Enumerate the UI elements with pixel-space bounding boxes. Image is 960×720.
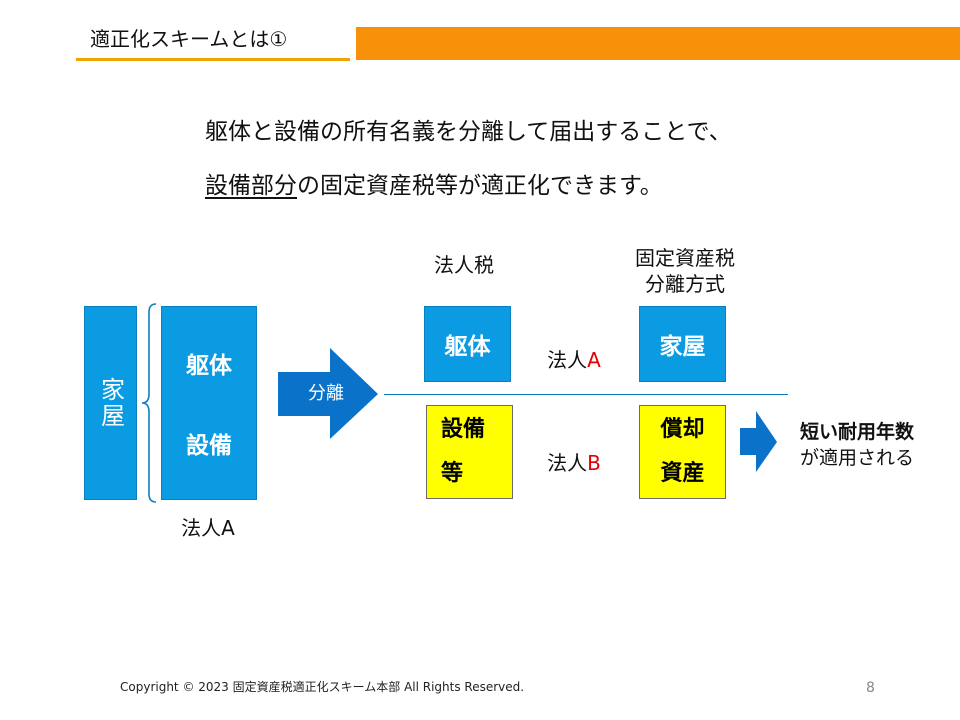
separation-arrow bbox=[278, 348, 378, 439]
separation-label: 分離 bbox=[308, 383, 344, 404]
fixed-asset-tax-line2: 分離方式 bbox=[645, 272, 725, 296]
body-label: 躯体 bbox=[186, 353, 232, 379]
fixed-asset-tax-line1: 固定資産税 bbox=[635, 246, 735, 270]
body-box-right: 躯体 bbox=[424, 306, 511, 382]
owner-a-letter: A bbox=[587, 348, 601, 372]
depreciable-asset-line2: 資産 bbox=[660, 461, 705, 486]
equipment-label: 設備 bbox=[186, 433, 232, 459]
fixed-asset-tax-label: 固定資産税 分離方式 bbox=[616, 245, 754, 297]
page-number: 8 bbox=[866, 680, 875, 696]
bracket bbox=[141, 303, 157, 503]
equipment-box-line1: 設備 bbox=[441, 417, 486, 442]
house-box-right: 家屋 bbox=[639, 306, 726, 382]
corp-tax-label: 法人税 bbox=[434, 253, 494, 277]
owner-b-prefix: 法人 bbox=[547, 451, 588, 475]
intro-line-2: 設備部分の固定資産税等が適正化できます。 bbox=[205, 170, 663, 202]
house-label: 家屋 bbox=[96, 377, 125, 429]
depreciable-asset-line1: 償却 bbox=[660, 417, 705, 442]
intro-line-1: 躯体と設備の所有名義を分離して届出することで、 bbox=[205, 119, 732, 145]
owner-a-label-right: 法人A bbox=[522, 347, 626, 373]
house-box: 家屋 bbox=[84, 306, 137, 500]
equipment-box-line2: 等 bbox=[441, 461, 464, 486]
intro-line-2-rest: の固定資産税等が適正化できます。 bbox=[297, 173, 663, 199]
result-line-1: 短い耐用年数 bbox=[799, 421, 914, 443]
body-box-right-label: 躯体 bbox=[444, 334, 491, 360]
title-underline bbox=[76, 58, 350, 61]
result-arrow bbox=[740, 411, 777, 472]
house-box-right-label: 家屋 bbox=[659, 334, 706, 360]
owner-a-label-left: 法人A bbox=[181, 516, 235, 540]
owner-b-letter: B bbox=[587, 451, 601, 475]
intro-underlined-term: 設備部分 bbox=[205, 173, 297, 199]
result-line-2: が適用される bbox=[799, 447, 914, 469]
body-equipment-box: 躯体 設備 bbox=[161, 306, 257, 500]
owner-b-label: 法人B bbox=[522, 450, 626, 476]
header-accent-bar bbox=[356, 27, 960, 60]
equipment-box-right: 設備 等 bbox=[426, 405, 513, 499]
copyright: Copyright © 2023 固定資産税適正化スキーム本部 All Righ… bbox=[120, 680, 525, 694]
slide-title: 適正化スキームとは① bbox=[90, 27, 288, 51]
divider-line bbox=[384, 394, 788, 395]
depreciable-asset-box: 償却 資産 bbox=[639, 405, 726, 499]
owner-a-prefix: 法人 bbox=[547, 348, 588, 372]
